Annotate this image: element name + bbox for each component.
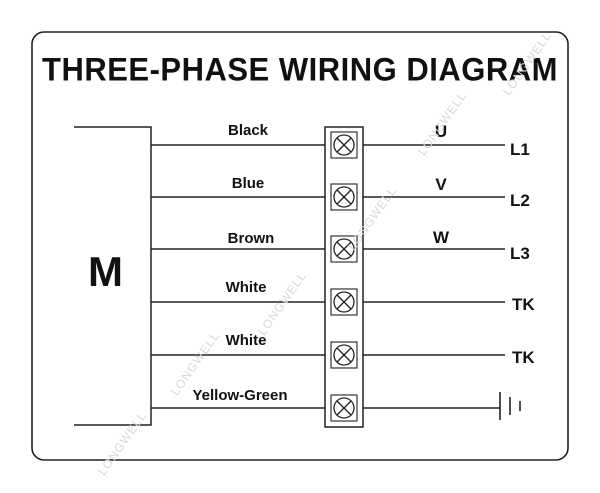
terminal-label-tk-1: TK (512, 295, 535, 314)
wire-label-white-2: White (225, 332, 267, 349)
terminal-label-tk-2: TK (512, 348, 535, 367)
wire-label-yellow-green: Yellow-Green (192, 387, 288, 404)
terminal-label-l3: L3 (510, 244, 530, 263)
terminal-screw-icon (330, 183, 358, 211)
phase-label-v: V (435, 175, 447, 194)
wire-label-brown: Brown (227, 230, 275, 247)
terminal-label-l2: L2 (510, 191, 530, 210)
terminal-screw-icon (330, 131, 358, 159)
diagram-frame (31, 31, 569, 461)
motor-label: M (88, 248, 123, 295)
terminal-screw-icon (330, 394, 358, 422)
ground-icon (499, 392, 521, 420)
wire-label-black: Black (227, 122, 269, 139)
phase-label-u: U (434, 122, 448, 141)
terminal-screw-icon (330, 288, 358, 316)
terminal-label-l1: L1 (510, 140, 530, 159)
terminal-screw-icon (330, 235, 358, 263)
phase-label-w: W (432, 228, 450, 247)
terminal-screw-icon (330, 341, 358, 369)
motor-block (74, 126, 152, 426)
terminal-block (324, 126, 364, 428)
wire-label-blue: Blue (231, 175, 265, 192)
wire-label-white-1: White (225, 279, 267, 296)
diagram-title: THREE-PHASE WIRING DIAGRAM (42, 51, 558, 88)
